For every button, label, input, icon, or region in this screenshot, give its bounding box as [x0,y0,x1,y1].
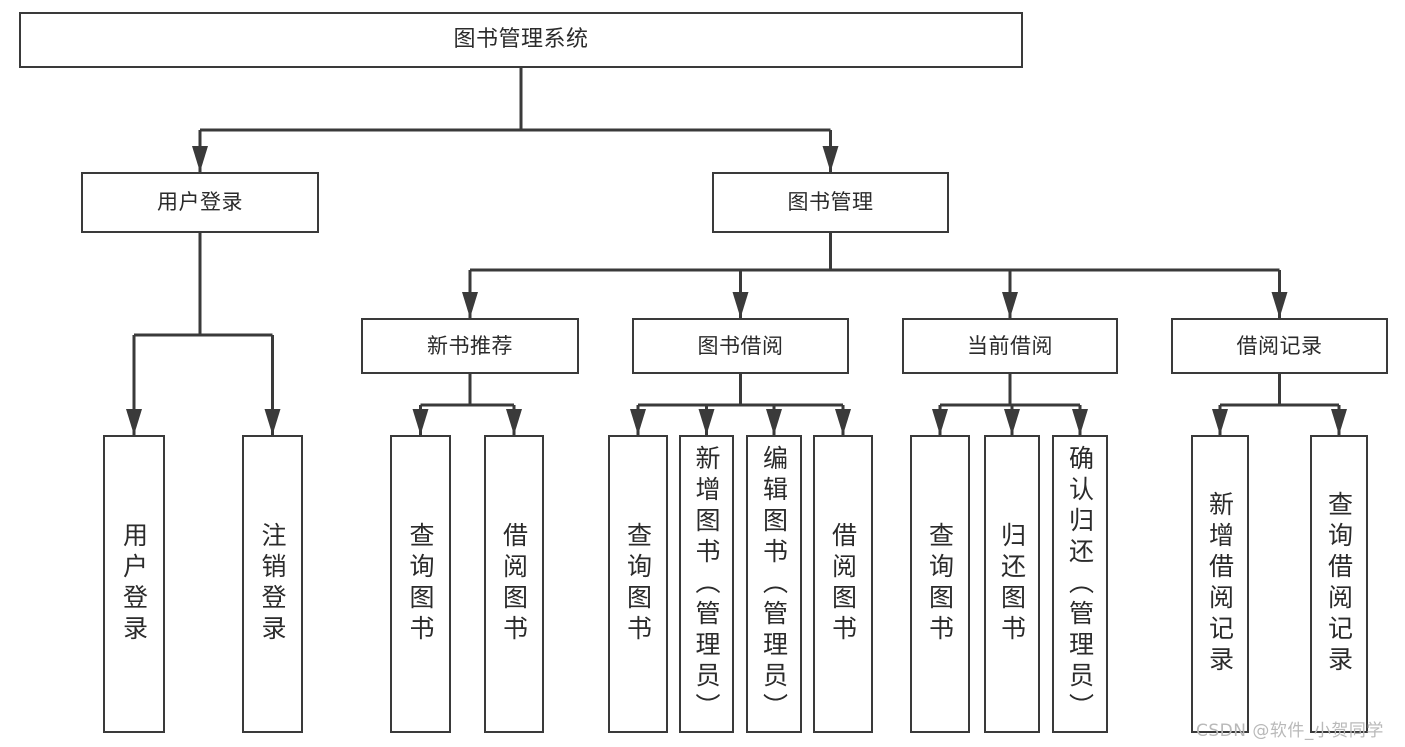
leaf-history-add-record[interactable]: 新增借阅记录 [1191,435,1249,733]
leaf-new-borrow-book[interactable]: 借阅图书 [484,435,544,733]
leaf-borrow-query-book[interactable]: 查询图书 [608,435,668,733]
node-root-label: 图书管理系统 [453,27,589,53]
leaf-user-login[interactable]: 用户登录 [103,435,165,733]
leaf-new-query-book-label: 查询图书 [406,522,435,646]
node-new-book-recommend[interactable]: 新书推荐 [361,318,579,374]
node-book-management[interactable]: 图书管理 [712,172,949,233]
node-book-borrow[interactable]: 图书借阅 [632,318,849,374]
leaf-borrow-lend-book[interactable]: 借阅图书 [813,435,873,733]
leaf-new-borrow-book-label: 借阅图书 [499,522,529,646]
node-user-login-label: 用户登录 [157,190,243,215]
leaf-current-confirm-return-label: 确认归还（管理员） [1065,444,1095,724]
leaf-history-query-record[interactable]: 查询借阅记录 [1310,435,1368,733]
csdn-watermark: CSDN @软件_小贺同学 [1196,721,1384,741]
node-current-borrow[interactable]: 当前借阅 [902,318,1118,374]
leaf-borrow-add-book[interactable]: 新增图书（管理员） [679,435,734,733]
node-root[interactable]: 图书管理系统 [19,12,1023,68]
leaf-current-query-book-label: 查询图书 [925,522,955,646]
leaf-user-login-label: 用户登录 [119,522,149,646]
node-book-borrow-label: 图书借阅 [697,333,784,358]
leaf-borrow-edit-book-label: 编辑图书（管理员） [759,444,789,724]
leaf-history-query-record-label: 查询借阅记录 [1324,491,1354,677]
leaf-user-logout[interactable]: 注销登录 [242,435,303,733]
leaf-borrow-edit-book[interactable]: 编辑图书（管理员） [746,435,802,733]
node-user-login[interactable]: 用户登录 [81,172,319,233]
leaf-borrow-lend-book-label: 借阅图书 [828,522,858,646]
leaf-current-query-book[interactable]: 查询图书 [910,435,970,733]
leaf-user-logout-label: 注销登录 [258,522,287,646]
leaf-current-return-book[interactable]: 归还图书 [984,435,1040,733]
leaf-borrow-add-book-label: 新增图书（管理员） [692,444,721,724]
node-borrow-history[interactable]: 借阅记录 [1171,318,1388,374]
node-book-management-label: 图书管理 [787,190,874,215]
leaf-current-return-book-label: 归还图书 [997,522,1027,646]
node-borrow-history-label: 借阅记录 [1236,333,1323,358]
node-new-book-recommend-label: 新书推荐 [427,333,513,358]
leaf-current-confirm-return[interactable]: 确认归还（管理员） [1052,435,1108,733]
leaf-history-add-record-label: 新增借阅记录 [1205,491,1235,677]
leaf-borrow-query-book-label: 查询图书 [623,522,653,646]
node-current-borrow-label: 当前借阅 [967,333,1053,358]
leaf-new-query-book[interactable]: 查询图书 [390,435,451,733]
